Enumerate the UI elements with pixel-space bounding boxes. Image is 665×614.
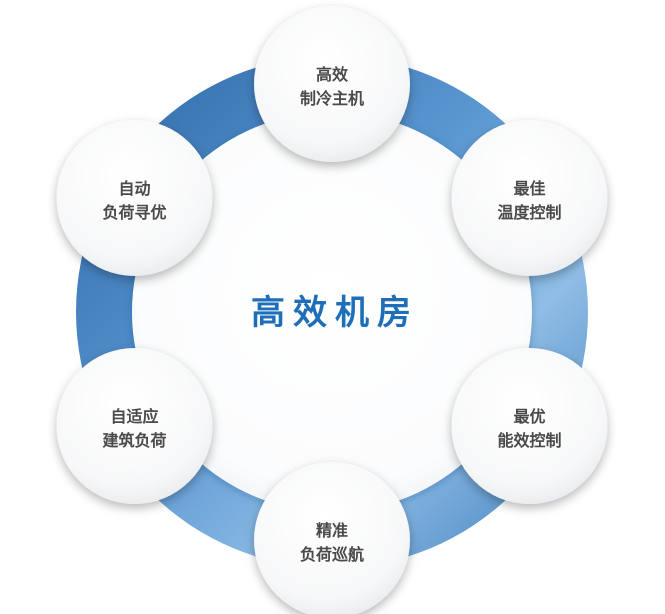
node-label-line2: 负荷巡航 (300, 545, 364, 564)
node-circle (451, 348, 608, 504)
node-circle (56, 120, 213, 276)
node-circle (254, 6, 410, 162)
node-label-line1: 高效 (316, 65, 348, 84)
inner-disc (132, 112, 532, 512)
node-label-line1: 自动 (118, 179, 150, 198)
node-label-line1: 自适应 (110, 407, 158, 426)
node-label-line2: 温度控制 (496, 203, 561, 222)
node-label-line2: 负荷寻优 (102, 203, 166, 222)
node-label-line1: 精准 (316, 521, 348, 540)
node-label-line2: 建筑负荷 (102, 431, 166, 450)
node-label-line1: 最佳 (513, 179, 545, 198)
node-circle (451, 120, 608, 276)
node-label-line1: 最优 (513, 407, 545, 426)
center-title: 高效机房 (251, 293, 419, 333)
node-circle (56, 348, 213, 504)
node-label-line2: 能效控制 (497, 431, 561, 450)
node-circle (254, 462, 410, 614)
node-label-line2: 制冷主机 (300, 89, 364, 108)
